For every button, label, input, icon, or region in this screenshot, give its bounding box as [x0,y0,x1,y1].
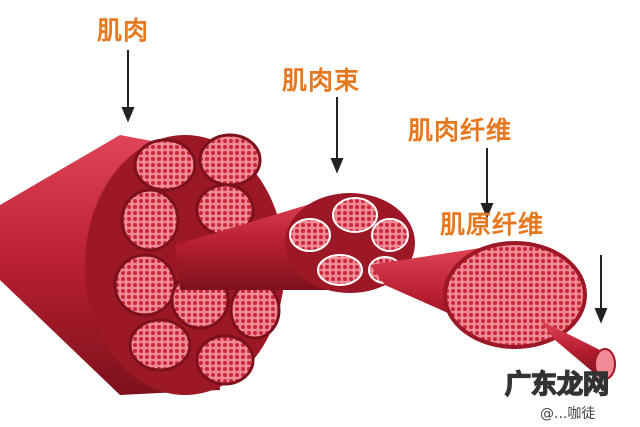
label-fascicle: 肌肉束 [282,66,361,95]
watermark-logo: 广东龙网 [504,369,610,401]
label-muscle-fiber: 肌肉纤维 [408,116,513,145]
myofibril-end [594,348,616,380]
myofibril-body [540,320,600,378]
fiber-cross-section [443,241,587,349]
label-muscle: 肌肉 [97,16,150,45]
watermark-handle: @...咖徒 [540,406,596,422]
arrows [121,50,608,324]
label-myofibril: 肌原纤维 [440,210,545,239]
muscle-fascicles [113,133,281,386]
